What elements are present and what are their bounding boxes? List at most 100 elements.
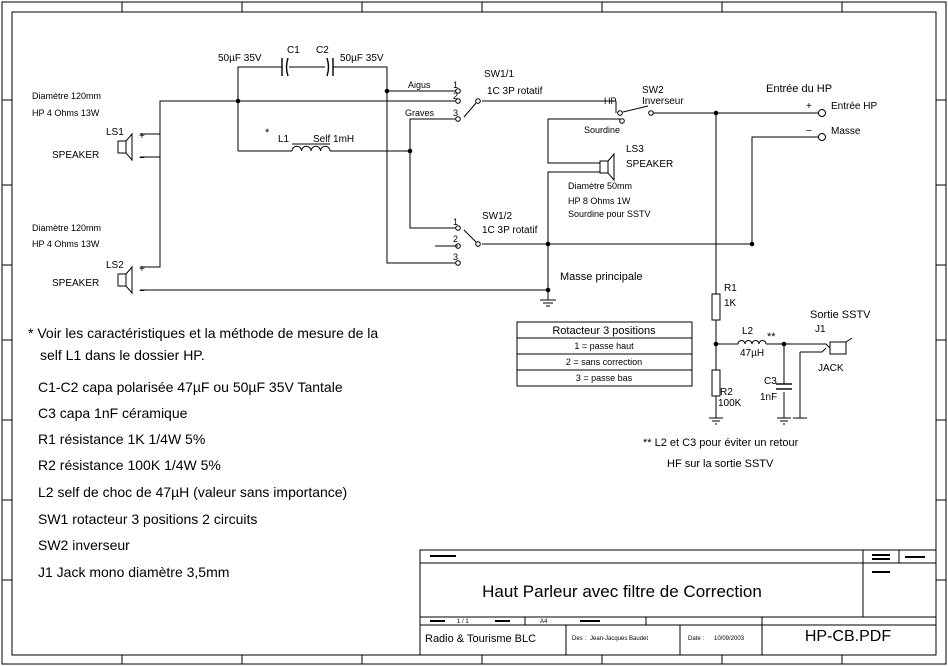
sw1-2-pos3: 3 [453,252,458,262]
circuit-wires [140,66,818,418]
input-connectors: Entrée du HP + Entrée HP − Masse [766,83,877,141]
masse-principale-label: Masse principale [560,271,643,283]
ls1-minus: − [139,153,145,164]
hp-label: HP [604,96,617,106]
date-label: Date : [688,636,704,642]
designer-label: Des : [572,636,586,642]
note-item: C1-C2 capa polarisée 47µF ou 50µF 35V Ta… [38,379,343,395]
switch-sw1-2: 1 2 3 SW1/2 1C 3P rotatif [450,211,538,266]
sortie-title: Sortie SSTV [810,309,871,321]
sw1-2-ref: SW1/2 [482,211,512,222]
note-item: C3 capa 1nF céramique [38,405,188,421]
ls3-name: SPEAKER [626,159,673,170]
switch-sw1-1: 1 2 3 Aigus Graves SW1/1 1C 3P rotatif [405,69,543,122]
organisation: Radio & Tourisme BLC [425,633,536,645]
note-item: SW2 inverseur [38,537,130,553]
ground-masse-principale: Masse principale [540,271,643,307]
r1-value: 1K [724,298,737,309]
c2-ref: C2 [316,45,329,56]
inductor-l2: L2 47µH ** [737,326,776,359]
aigus-label: Aigus [408,80,431,90]
c3-value: 1nF [760,392,777,403]
sw1-2-pos1: 1 [453,217,458,227]
j1-ref: J1 [815,324,826,335]
designer-name: Jean-Jacques Baudet [590,636,648,642]
title-block: Haut Parleur avec filtre de Correction 1… [419,549,937,656]
sheet-number: 1 / 1 [457,619,469,625]
ls2-name: SPEAKER [52,278,99,289]
graves-label: Graves [405,108,435,118]
c2-value: 50µF 35V [340,53,384,64]
sw1-2-desc: 1C 3P rotatif [482,225,538,236]
note-item: L2 self de choc de 47µH (valeur sans imp… [38,484,347,500]
l2-value: 47µH [740,348,764,359]
rotacteur-row: 2 = sans correction [566,357,642,367]
ls3-spec2: HP 8 Ohms 1W [568,196,631,206]
r1-ref: R1 [724,283,737,294]
drawing-title: Haut Parleur avec filtre de Correction [482,582,762,601]
capacitor-c2: C2 50µF 35V [316,45,384,77]
ls2-ref: LS2 [106,260,124,271]
l1-star: * [265,127,270,139]
c1-value: 50µF 35V [218,53,262,64]
rotacteur-row: 3 = passe bas [576,373,633,383]
star-note-line1: * Voir les caractéristiques et la méthod… [28,325,378,341]
speaker-ls1: Diamètre 120mm HP 4 Ohms 13W LS1 SPEAKER… [32,91,145,164]
sw1-1-pos3: 3 [453,108,458,118]
c1-ref: C1 [287,45,300,56]
ls1-spec1: Diamètre 120mm [32,91,101,101]
speaker-ls3: LS3 SPEAKER Diamètre 50mm HP 8 Ohms 1W S… [568,144,673,219]
sw2-ref: SW2 [642,85,664,96]
entree-plus: + [806,101,812,112]
resistor-r2: R2 100K [711,369,742,409]
note-item: R2 résistance 100K 1/4W 5% [38,457,221,473]
sw1-1-pos1: 1 [453,80,458,90]
inductor-l1: * L1 Self 1mH [265,127,354,152]
ls1-plus: + [139,131,145,142]
note-item: J1 Jack mono diamètre 3,5mm [38,564,229,580]
ground-ssrv [709,417,807,425]
ls3-spec3: Sourdine pour SSTV [568,209,651,219]
ls2-minus: − [139,286,145,297]
entree-label: Entrée HP [831,101,877,112]
rotacteur-title: Rotacteur 3 positions [552,325,656,337]
ls2-plus: + [139,264,145,275]
note-item: SW1 rotacteur 3 positions 2 circuits [38,511,257,527]
capacitor-c3: C3 1nF [760,376,792,403]
resistor-r1: R1 1K [711,283,737,321]
sw2-desc: Inverseur [642,96,684,107]
c3-ref: C3 [764,376,777,387]
jack-j1: Sortie SSTV J1 JACK [810,309,871,374]
l1-ref: L1 [278,134,290,145]
sw1-1-ref: SW1/1 [484,69,514,80]
ls3-spec1: Diamètre 50mm [568,181,632,191]
date-value: 10/09/2003 [714,636,745,642]
capacitor-c1: 50µF 35V C1 [218,45,300,77]
r2-value: 100K [718,398,742,409]
note-item: R1 résistance 1K 1/4W 5% [38,431,205,447]
l2-mark: ** [767,331,776,343]
j1-name: JACK [818,363,844,374]
ls2-spec1: Diamètre 120mm [32,223,101,233]
rotacteur-table: Rotacteur 3 positions 1 = passe haut 2 =… [516,321,693,387]
entree-title: Entrée du HP [766,83,832,95]
switch-sw2: SW2 Inverseur HP Sourdine [584,85,684,135]
ls1-ref: LS1 [106,127,124,138]
sheet-format: A4 [540,619,548,625]
rotacteur-row: 1 = passe haut [574,341,634,351]
ls2-spec2: HP 4 Ohms 13W [32,239,100,249]
l2c3-line2: HF sur la sortie SSTV [667,458,774,470]
l1-value: Self 1mH [313,134,354,145]
document-id: HP-CB.PDF [805,628,891,645]
sourdine-label: Sourdine [584,125,620,135]
l2-ref: L2 [742,326,754,337]
r2-ref: R2 [720,387,733,398]
masse-label: Masse [831,126,861,137]
l2-c3-note: ** L2 et C3 pour éviter un retour HF sur… [643,437,799,470]
component-notes: * Voir les caractéristiques et la méthod… [28,325,378,580]
sw1-1-desc: 1C 3P rotatif [487,86,543,97]
speaker-ls2: Diamètre 120mm HP 4 Ohms 13W LS2 SPEAKER… [32,223,145,297]
ls1-spec2: HP 4 Ohms 13W [32,108,100,118]
sw1-1-pos2: 2 [453,91,458,101]
